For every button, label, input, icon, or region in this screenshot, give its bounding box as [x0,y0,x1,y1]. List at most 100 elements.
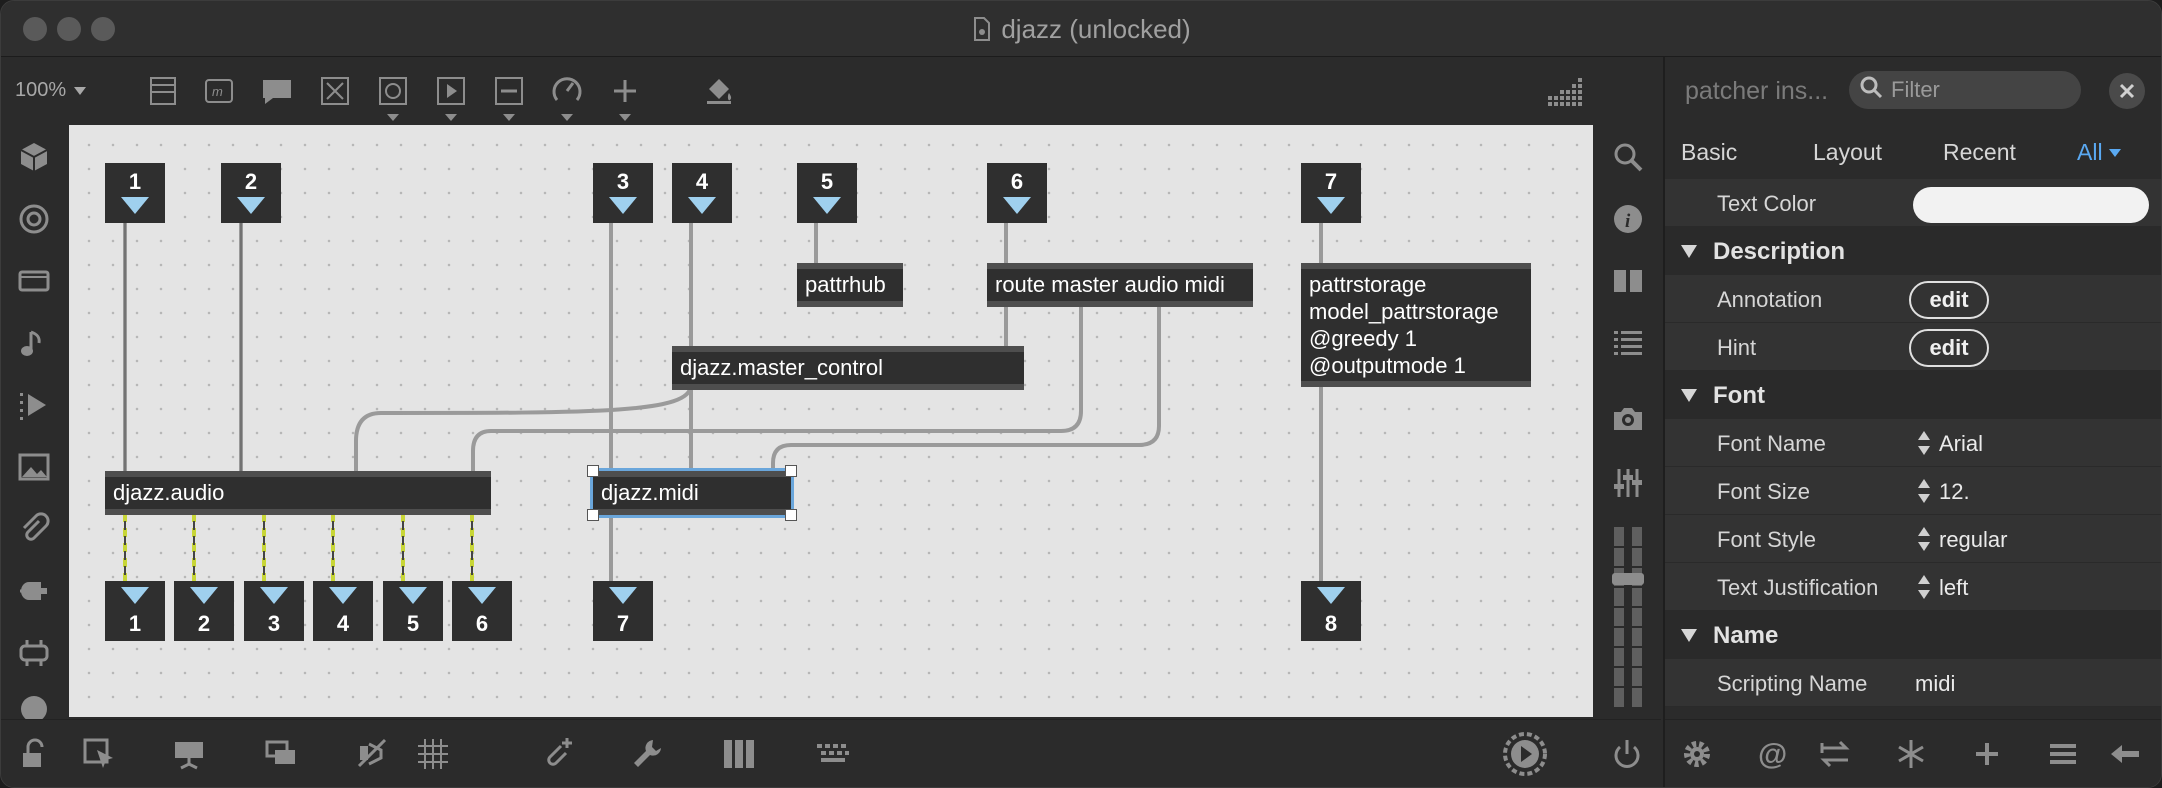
font-style-value[interactable]: regular [1939,527,2008,552]
outlet-5[interactable]: 5 [383,581,443,641]
list-icon[interactable] [1608,323,1648,363]
arrows-icon[interactable] [1815,734,1855,774]
new-object-icon[interactable] [535,732,579,776]
meter-icon[interactable] [1608,527,1648,707]
outlet-3[interactable]: 3 [244,581,304,641]
zoom-window-button[interactable] [91,17,115,41]
resize-handle[interactable] [587,465,599,477]
layers-icon[interactable] [259,732,303,776]
inlet-3[interactable]: 3 [593,163,653,223]
scripting-name-value[interactable]: midi [1915,671,1956,696]
timeline-icon[interactable] [14,385,54,425]
mixer-icon[interactable] [1608,463,1648,503]
hint-edit-button[interactable]: edit [1909,329,1989,367]
search-icon[interactable] [1608,137,1648,177]
gear-icon[interactable] [1677,734,1717,774]
plus-icon[interactable] [1967,734,2007,774]
outlet-4[interactable]: 4 [313,581,373,641]
inlet-5[interactable]: 5 [797,163,857,223]
paperclip-icon[interactable] [14,509,54,549]
more-icon[interactable] [14,693,54,719]
back-arrow-icon[interactable] [2105,734,2145,774]
zoom-dropdown[interactable]: 100% [15,79,87,102]
annotation-edit-button[interactable]: edit [1909,281,1989,319]
tab-recent[interactable]: Recent [1943,139,2016,165]
route-object[interactable]: route master audio midi [987,263,1253,307]
font-size-value[interactable]: 12. [1939,479,1970,504]
message-icon[interactable]: m [199,71,239,111]
tab-basic[interactable]: Basic [1681,139,1738,165]
music-note-icon[interactable] [14,323,54,363]
dial-icon[interactable] [547,71,587,121]
text-justification-value[interactable]: left [1939,575,1969,600]
presentation-object-icon[interactable] [143,71,183,111]
minimize-window-button[interactable] [57,17,81,41]
stepper-icon[interactable] [1917,479,1931,503]
image-icon[interactable] [14,447,54,487]
resize-handle[interactable] [587,509,599,521]
stepper-icon[interactable] [1917,575,1931,599]
info-icon[interactable]: i [1608,199,1648,239]
inlet-2[interactable]: 2 [221,163,281,223]
toggle-icon[interactable] [315,71,355,111]
close-window-button[interactable] [23,17,47,41]
close-icon[interactable] [2109,73,2145,109]
grid-icon[interactable] [1545,71,1585,111]
pattrhub-object[interactable]: pattrhub [797,263,903,307]
outlet-number: 8 [1324,611,1338,636]
outlet-arrow-icon [468,587,496,604]
outlet-2[interactable]: 2 [174,581,234,641]
at-icon[interactable]: @ [1753,734,1793,774]
lock-icon[interactable] [13,732,57,776]
inlet-7[interactable]: 7 [1301,163,1361,223]
outlet-7[interactable]: 7 [593,581,653,641]
tab-layout[interactable]: Layout [1813,139,1883,165]
inlet-4[interactable]: 4 [672,163,732,223]
presentation-icon[interactable] [167,732,211,776]
category-description[interactable]: Description [1665,227,2161,275]
outlet-1[interactable]: 1 [105,581,165,641]
resize-handle[interactable] [785,465,797,477]
filter-input[interactable]: Filter [1849,71,2081,109]
menu-icon[interactable] [2043,734,2083,774]
tab-all[interactable]: All [2077,139,2121,166]
freeze-icon[interactable] [1891,734,1931,774]
target-icon[interactable] [14,199,54,239]
video-icon[interactable] [14,261,54,301]
power-icon[interactable] [1605,732,1649,776]
play-icon[interactable] [431,71,471,121]
resize-handle[interactable] [785,509,797,521]
category-name[interactable]: Name [1665,611,2161,659]
stepper-icon[interactable] [1917,431,1931,455]
comment-icon[interactable] [257,71,297,111]
tab-all-label: All [2077,139,2103,165]
wrench-icon[interactable] [625,732,669,776]
edit-mode-icon[interactable] [77,732,121,776]
stepper-icon[interactable] [1917,527,1931,551]
keyboard-icon[interactable] [811,732,855,776]
category-font[interactable]: Font [1665,371,2161,419]
plugin-icon[interactable] [14,571,54,611]
outlet-6[interactable]: 6 [452,581,512,641]
djazz-audio-object[interactable]: djazz.audio [105,471,491,515]
djazz-midi-object[interactable]: djazz.midi [590,468,794,518]
font-name-value[interactable]: Arial [1939,431,1984,456]
camera-icon[interactable] [1608,399,1648,439]
piano-icon[interactable] [717,732,761,776]
inlet-6[interactable]: 6 [987,163,1047,223]
pattrstorage-object[interactable]: pattrstorage model_pattrstorage @greedy … [1301,263,1531,387]
outlet-8[interactable]: 8 [1301,581,1361,641]
slider-icon[interactable] [489,71,529,121]
mute-icon[interactable] [351,732,395,776]
master-control-object[interactable]: djazz.master_control [672,346,1024,390]
add-object-icon[interactable] [605,71,645,121]
inlet-1[interactable]: 1 [105,163,165,223]
grid-snap-icon[interactable] [411,732,455,776]
transport-icon[interactable] [1501,730,1549,778]
button-object-icon[interactable] [373,71,413,121]
book-icon[interactable] [1608,261,1648,301]
device-icon[interactable] [14,633,54,673]
package-icon[interactable] [14,137,54,177]
text-color-swatch[interactable] [1913,187,2149,223]
paint-bucket-icon[interactable] [699,71,739,111]
